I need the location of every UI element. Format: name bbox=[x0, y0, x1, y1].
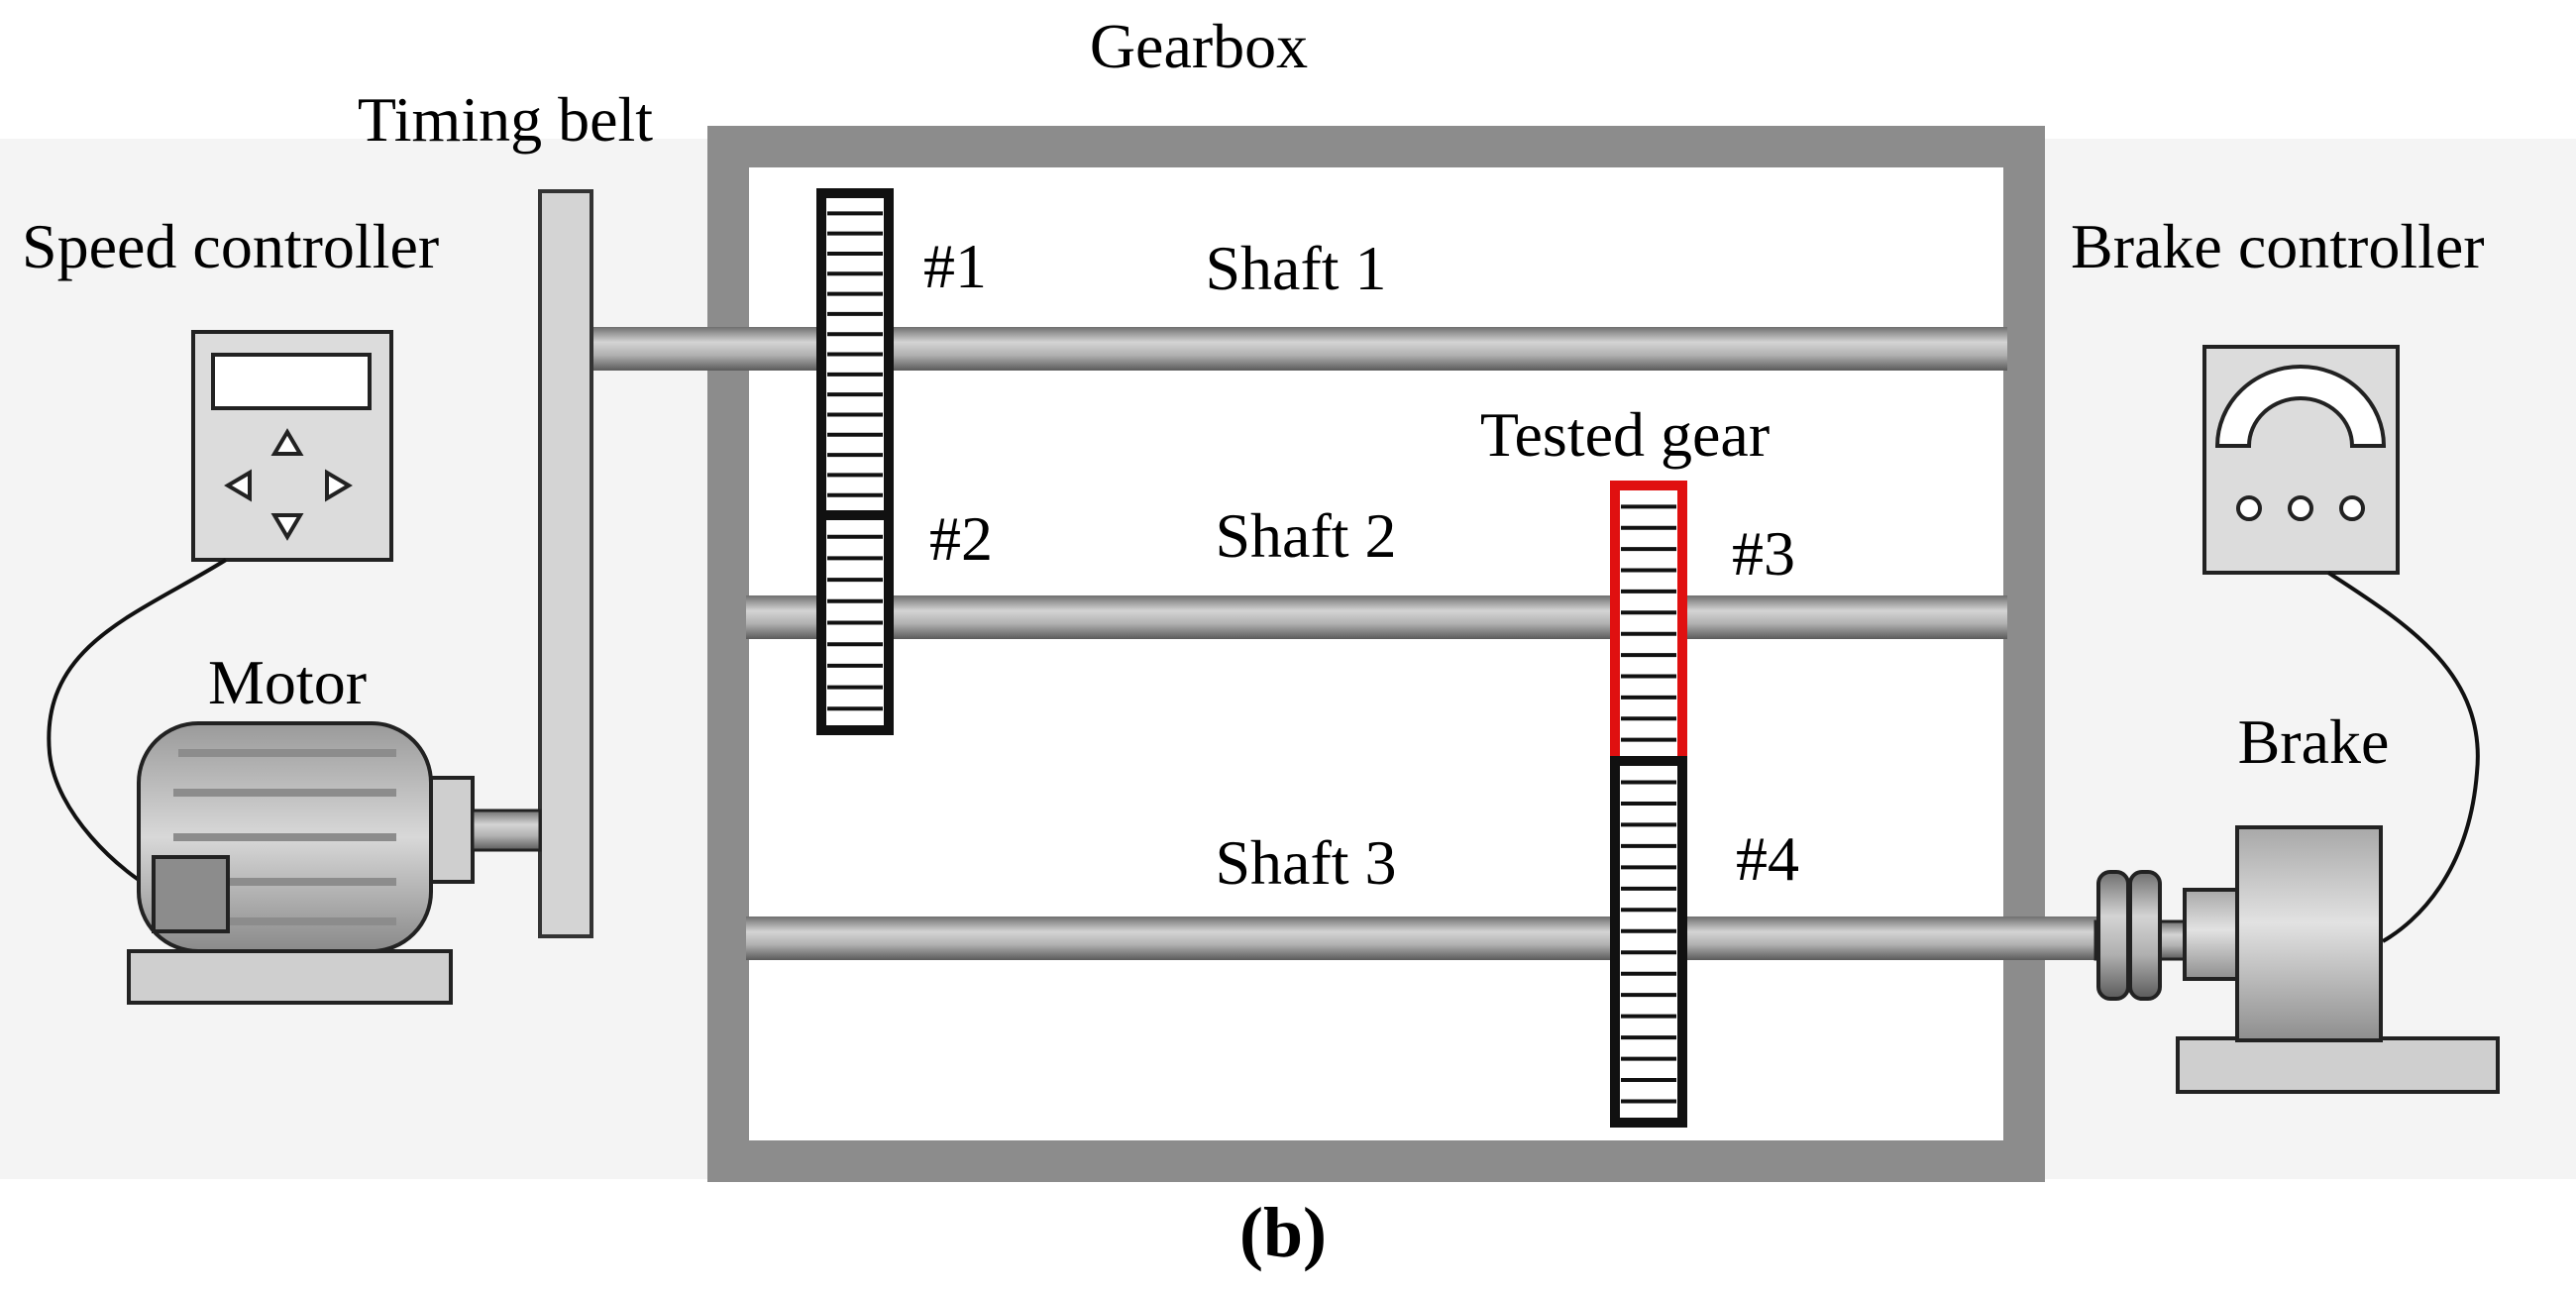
brake-coupling bbox=[2096, 870, 2130, 1001]
gauge-icon bbox=[2214, 365, 2387, 448]
tested-gear-label: Tested gear bbox=[1480, 399, 1770, 470]
shaft-1 bbox=[592, 327, 2007, 371]
brake-base bbox=[2176, 1036, 2500, 1094]
motor-terminal-box bbox=[152, 855, 230, 933]
motor-label: Motor bbox=[208, 647, 367, 717]
gear-2-label: #2 bbox=[929, 503, 993, 574]
speed-controller-display bbox=[211, 353, 372, 410]
brake-coupling bbox=[2128, 870, 2162, 1001]
gear-1-label: #1 bbox=[923, 231, 987, 301]
shaft-3 bbox=[746, 917, 2097, 960]
timing-belt bbox=[538, 189, 593, 938]
motor-base bbox=[127, 949, 453, 1005]
arrow-right-icon bbox=[325, 469, 353, 502]
shaft-3-label: Shaft 3 bbox=[1215, 827, 1396, 898]
panel-label: (b) bbox=[1239, 1193, 1327, 1272]
motor-shaft bbox=[471, 809, 542, 852]
knob-icon bbox=[2236, 495, 2262, 521]
speed-controller-cable bbox=[47, 558, 228, 894]
arrow-down-icon bbox=[270, 513, 304, 541]
brake-hub bbox=[2183, 888, 2241, 981]
brake-controller-cable bbox=[2326, 571, 2480, 943]
brake-controller-label: Brake controller bbox=[2071, 211, 2485, 281]
gear-3-tested bbox=[1610, 481, 1687, 766]
motor-end-cap bbox=[429, 776, 475, 884]
knob-icon bbox=[2288, 495, 2313, 521]
arrow-up-icon bbox=[270, 428, 304, 456]
gear-body bbox=[1610, 756, 1687, 1128]
gear-2 bbox=[816, 510, 894, 735]
gear-3-label: #3 bbox=[1732, 518, 1795, 589]
gearbox-label: Gearbox bbox=[1090, 11, 1308, 81]
brake-label: Brake bbox=[2238, 706, 2390, 777]
brake-body bbox=[2235, 825, 2383, 1042]
speed-controller bbox=[191, 330, 393, 562]
speed-controller-label: Speed controller bbox=[22, 211, 439, 281]
timing-belt-label: Timing belt bbox=[358, 84, 653, 155]
gear-4-label: #4 bbox=[1736, 823, 1799, 894]
arrow-left-icon bbox=[224, 469, 252, 502]
gear-4 bbox=[1610, 756, 1687, 1128]
shaft-2 bbox=[746, 595, 2007, 639]
brake-controller bbox=[2202, 345, 2400, 575]
shaft-2-label: Shaft 2 bbox=[1215, 500, 1396, 571]
knob-icon bbox=[2339, 495, 2365, 521]
gearbox-frame bbox=[707, 126, 2045, 1182]
gear-1 bbox=[816, 188, 894, 520]
brake bbox=[2093, 825, 2500, 1094]
gear-body bbox=[1610, 481, 1687, 766]
motor bbox=[127, 721, 542, 1005]
shaft-1-label: Shaft 1 bbox=[1205, 233, 1386, 303]
